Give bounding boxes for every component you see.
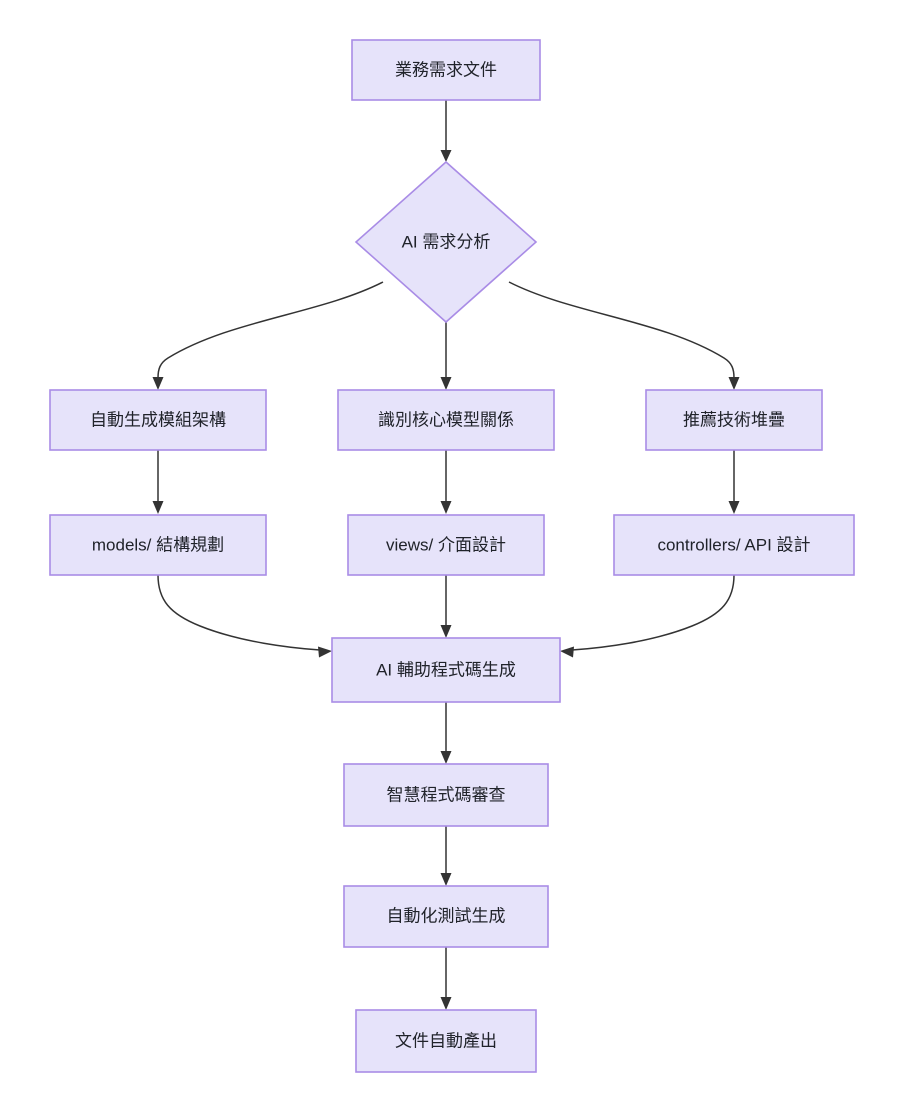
node-identify-core-model-relations[interactable]: 識別核心模型關係 [337,389,555,451]
edge-n1-n2 [440,100,452,162]
node-automated-document-output[interactable]: 文件自動產出 [355,1009,537,1073]
node-recommend-tech-stack[interactable]: 推薦技術堆疊 [645,389,823,451]
edge-n5-n8 [728,450,740,514]
node-label-n2: AI 需求分析 [402,232,491,251]
edge-n2-n5 [508,281,740,390]
edge-n4-n7 [440,450,452,514]
node-label-n11: 自動化測試生成 [387,906,506,925]
node-label-n5: 推薦技術堆疊 [683,410,785,429]
edge-n8-n9 [560,574,735,658]
edge-layer [152,100,740,1010]
node-ai-assisted-code-generation[interactable]: AI 輔助程式碼生成 [331,637,561,703]
node-models-structure-planning[interactable]: models/ 結構規劃 [49,514,267,576]
node-layer: 業務需求文件 AI 需求分析 自動生成模組架構 識別核心模型關係 推薦技術堆疊 [49,39,855,1073]
edge-n10-n11 [440,826,452,886]
edge-n2-n3 [152,281,384,390]
node-label-n6: models/ 結構規劃 [92,535,224,554]
node-label-n7: views/ 介面設計 [386,535,506,554]
edge-n7-n9 [440,575,452,638]
edge-n6-n9 [157,574,332,658]
edge-n3-n6 [152,450,164,514]
node-label-n9: AI 輔助程式碼生成 [376,660,516,679]
edge-n11-n12 [440,947,452,1010]
node-label-n1: 業務需求文件 [395,60,497,79]
node-business-requirements-doc[interactable]: 業務需求文件 [351,39,541,101]
node-views-ui-design[interactable]: views/ 介面設計 [347,514,545,576]
node-ai-requirement-analysis[interactable]: AI 需求分析 [354,160,538,324]
node-controllers-api-design[interactable]: controllers/ API 設計 [613,514,855,576]
node-label-n12: 文件自動產出 [395,1031,497,1050]
node-label-n4: 識別核心模型關係 [378,410,514,429]
node-intelligent-code-review[interactable]: 智慧程式碼審查 [343,763,549,827]
edge-n2-n4 [440,322,452,390]
node-label-n8: controllers/ API 設計 [657,535,810,554]
node-auto-generate-module-architecture[interactable]: 自動生成模組架構 [49,389,267,451]
node-automated-test-generation[interactable]: 自動化測試生成 [343,885,549,948]
node-label-n3: 自動生成模組架構 [90,410,226,429]
edge-n9-n10 [440,702,452,764]
node-label-n10: 智慧程式碼審查 [387,785,506,804]
